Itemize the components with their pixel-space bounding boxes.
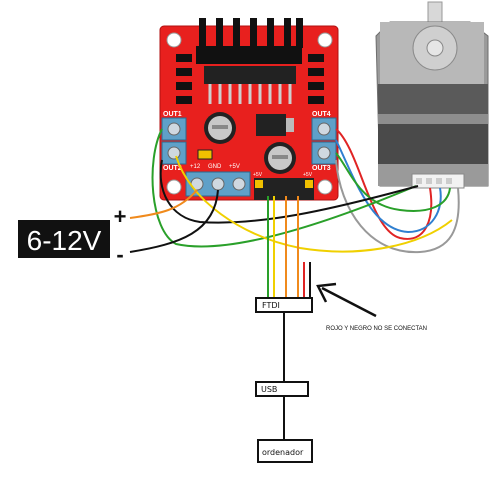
power-label-box	[18, 220, 110, 258]
voltage-regulator	[256, 114, 294, 136]
label-out3: OUT3	[312, 165, 331, 172]
power-label: 6-12V	[27, 225, 102, 256]
stepper-motor	[375, 1, 489, 189]
wire-black-power-minus	[129, 189, 219, 253]
jumper-12v	[197, 149, 213, 160]
label-in2: IN2	[276, 202, 283, 207]
annotation-arrow-line	[321, 286, 377, 318]
terminal-out4	[311, 117, 337, 141]
mounting-hole	[166, 179, 182, 195]
usb-label: USB	[261, 385, 277, 394]
label-plus5-left: +5V	[253, 172, 263, 178]
label-enb: ENB	[306, 203, 315, 208]
wire-green-out3-motor	[335, 152, 451, 212]
power-plus-sign: +	[114, 204, 127, 229]
annotation-arrow-head	[316, 282, 337, 303]
computer-label: ordenador	[262, 448, 304, 457]
capacitor	[204, 112, 236, 144]
label-plus5: +5V	[229, 164, 240, 170]
wire-green-out1-motor	[151, 128, 417, 248]
label-in1: IN1	[266, 202, 273, 207]
label-ena: ENA	[251, 203, 260, 208]
l298n-chip	[204, 66, 296, 104]
label-gnd: GND	[208, 164, 222, 170]
label-plus12: +12	[190, 164, 201, 170]
mounting-hole	[317, 32, 333, 48]
wire-blue-out4-motor	[335, 139, 442, 234]
usb-box: USB	[255, 381, 309, 397]
computer-box: ordenador	[257, 439, 313, 463]
motor-band-dark-2	[378, 124, 488, 164]
motor-band-dark	[378, 84, 488, 114]
wire-gray-out3-motor	[335, 159, 460, 254]
power-minus-sign: -	[116, 242, 123, 267]
motor-shaft-hole	[426, 39, 444, 57]
terminal-out2	[161, 141, 187, 165]
heatsink	[196, 18, 303, 64]
mounting-hole	[166, 32, 182, 48]
side-diodes-right	[308, 54, 324, 104]
wires	[129, 128, 460, 440]
control-header	[254, 178, 314, 200]
motor-band-mid	[378, 114, 488, 124]
label-out2: OUT2	[163, 165, 182, 172]
label-out4: OUT4	[312, 111, 331, 118]
ftdi-label: FTDI	[262, 301, 280, 310]
wire-red-out4-motor	[335, 128, 433, 240]
annotation: ROJO Y NEGRO NO SE CONECTAN	[316, 282, 427, 332]
wire-black-out2-motor	[159, 159, 419, 224]
label-out1: OUT1	[163, 111, 182, 118]
ftdi-box: FTDI	[255, 297, 313, 313]
label-in3: IN3	[286, 202, 293, 207]
power-supply: 6-12V + -	[18, 204, 126, 267]
side-diodes-left	[176, 54, 192, 104]
capacitor	[264, 142, 296, 174]
motor-driver-board: OUT1 OUT2 OUT4 OUT3 +12 GND +5V +5V +5V …	[159, 18, 339, 208]
wire-yellow-out2-motor	[175, 155, 453, 253]
label-in4: IN4	[296, 202, 303, 207]
terminal-out3	[311, 141, 337, 165]
terminal-out1	[161, 117, 187, 141]
label-plus5-right: +5V	[303, 172, 313, 178]
annotation-note: ROJO Y NEGRO NO SE CONECTAN	[326, 326, 427, 332]
wire-orange-power-plus	[129, 189, 198, 219]
mounting-hole	[317, 179, 333, 195]
